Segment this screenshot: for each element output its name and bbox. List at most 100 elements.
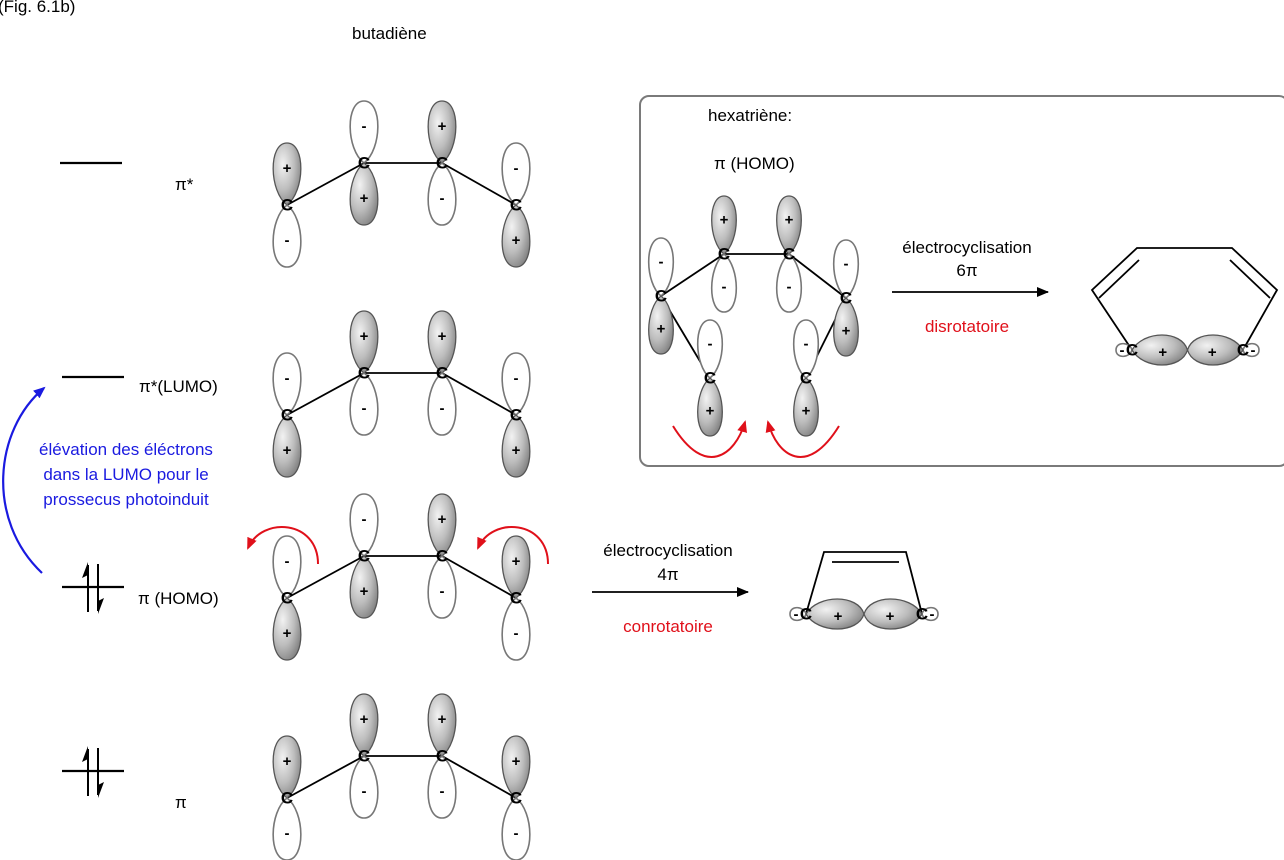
lobe-sign: -: [514, 370, 519, 387]
level-label-pi: π: [175, 793, 187, 812]
lobe-sign: +: [706, 403, 715, 420]
level-label-lumo: π*(LUMO): [139, 377, 218, 396]
sigma-bond: [660, 253, 725, 297]
p-lobe-upper: [349, 493, 379, 558]
carbon-atom: C: [281, 588, 293, 607]
sigma-bond: [441, 372, 517, 416]
carbon-atom: C: [840, 288, 852, 307]
lobe-sign: -: [787, 279, 792, 296]
lobe-sign: +: [802, 403, 811, 420]
lobe-sign: -: [440, 783, 445, 800]
carbon-atom: C: [916, 604, 928, 623]
rotation-arrow-hex-left: [672, 420, 747, 458]
hexatriene-orbital-label: π (HOMO): [714, 154, 795, 173]
level-label-homo: π (HOMO): [138, 589, 219, 608]
lobe-sign: -: [285, 232, 290, 249]
reaction-electrons-hexatriene: 6π: [956, 261, 977, 280]
energy-level-pi: [62, 746, 124, 798]
annotation-line-2: dans la LUMO pour le: [43, 465, 208, 484]
lobe-sign: -: [930, 606, 935, 623]
p-lobe-lower: [501, 204, 531, 268]
reaction-label-hexatriene: électrocyclisation: [902, 238, 1031, 257]
carbon-atom: C: [1126, 340, 1138, 359]
lobe-sign: -: [708, 335, 713, 352]
p-lobe-lower: [501, 596, 531, 661]
p-lobe-lower: [775, 252, 803, 313]
double-bond-right: [1229, 259, 1271, 299]
sigma-lobe-right: [863, 598, 923, 630]
p-lobe-lower: [427, 754, 457, 819]
p-lobe-lower: [697, 377, 723, 437]
excitation-arrow: [2, 386, 46, 574]
carbon-atom: C: [510, 195, 522, 214]
p-lobe-upper: [647, 237, 675, 298]
p-lobe-upper: [501, 352, 531, 417]
carbon-atom: C: [436, 746, 448, 765]
carbon-atom: C: [281, 405, 293, 424]
reaction-mode-hexatriene: disrotatoire: [925, 317, 1009, 336]
sigma-bond: [286, 372, 365, 416]
lobe-sign: +: [438, 118, 447, 135]
carbon-atom: C: [510, 405, 522, 424]
carbon-atom: C: [436, 546, 448, 565]
carbon-atom: C: [1237, 340, 1249, 359]
p-lobe-upper: [349, 310, 379, 374]
carbon-atom: C: [358, 363, 370, 382]
p-lobe-lower: [272, 796, 302, 860]
lobe-sign: -: [514, 625, 519, 642]
p-lobe-lower: [710, 252, 738, 313]
p-lobe-lower: [427, 554, 457, 619]
lobe-sign: +: [512, 442, 521, 459]
lobe-sign: -: [362, 783, 367, 800]
lobe-sign: +: [657, 321, 666, 338]
lobe-sign: +: [360, 711, 369, 728]
carbon-atom: C: [783, 244, 795, 263]
p-lobe-upper: [711, 195, 737, 255]
p-lobe-upper: [427, 493, 457, 557]
lobe-sign: +: [1208, 344, 1217, 361]
carbon-atom: C: [800, 604, 812, 623]
ring-bonds: [805, 551, 923, 615]
carbon-atom: C: [281, 788, 293, 807]
p-lobe-lower: [272, 203, 302, 268]
lobe-sign: -: [1120, 342, 1125, 359]
p-lobe-upper: [272, 352, 302, 417]
sigma-bond: [441, 555, 517, 599]
p-lobe-upper: [501, 142, 531, 207]
energy-level-homo: [62, 562, 124, 614]
carbon-atom: C: [655, 286, 667, 305]
lobe-sign: +: [720, 211, 729, 228]
p-lobe-upper: [501, 535, 531, 599]
p-lobe-lower: [349, 371, 379, 436]
p-lobe-upper: [792, 319, 820, 380]
lobe-sign: +: [283, 753, 292, 770]
p-lobe-upper: [272, 535, 302, 600]
lobe-sign: +: [512, 753, 521, 770]
lobe-sign: -: [1251, 342, 1256, 359]
reaction-electrons-butadiene: 4π: [657, 565, 678, 584]
annotation-line-3: prossecus photoinduit: [43, 490, 209, 509]
reaction-label-butadiene: électrocyclisation: [603, 541, 732, 560]
sigma-bond: [286, 162, 365, 206]
p-lobe-upper: [272, 142, 302, 206]
lobe-sign: +: [360, 583, 369, 600]
lobe-sign: +: [438, 711, 447, 728]
carbon-atom: C: [718, 244, 730, 263]
p-lobe-lower: [501, 414, 531, 478]
hexatriene-title: hexatriène:: [708, 106, 792, 125]
diagram-title: butadiène: [352, 24, 427, 43]
lobe-sign: -: [440, 400, 445, 417]
sigma-bond: [441, 755, 517, 799]
p-lobe-upper: [272, 735, 302, 799]
lobe-sign: -: [794, 606, 799, 623]
lobe-sign: +: [283, 442, 292, 459]
lobe-sign: +: [438, 511, 447, 528]
level-label-pi-star: π*: [175, 175, 194, 194]
p-lobe-upper: [427, 310, 457, 374]
